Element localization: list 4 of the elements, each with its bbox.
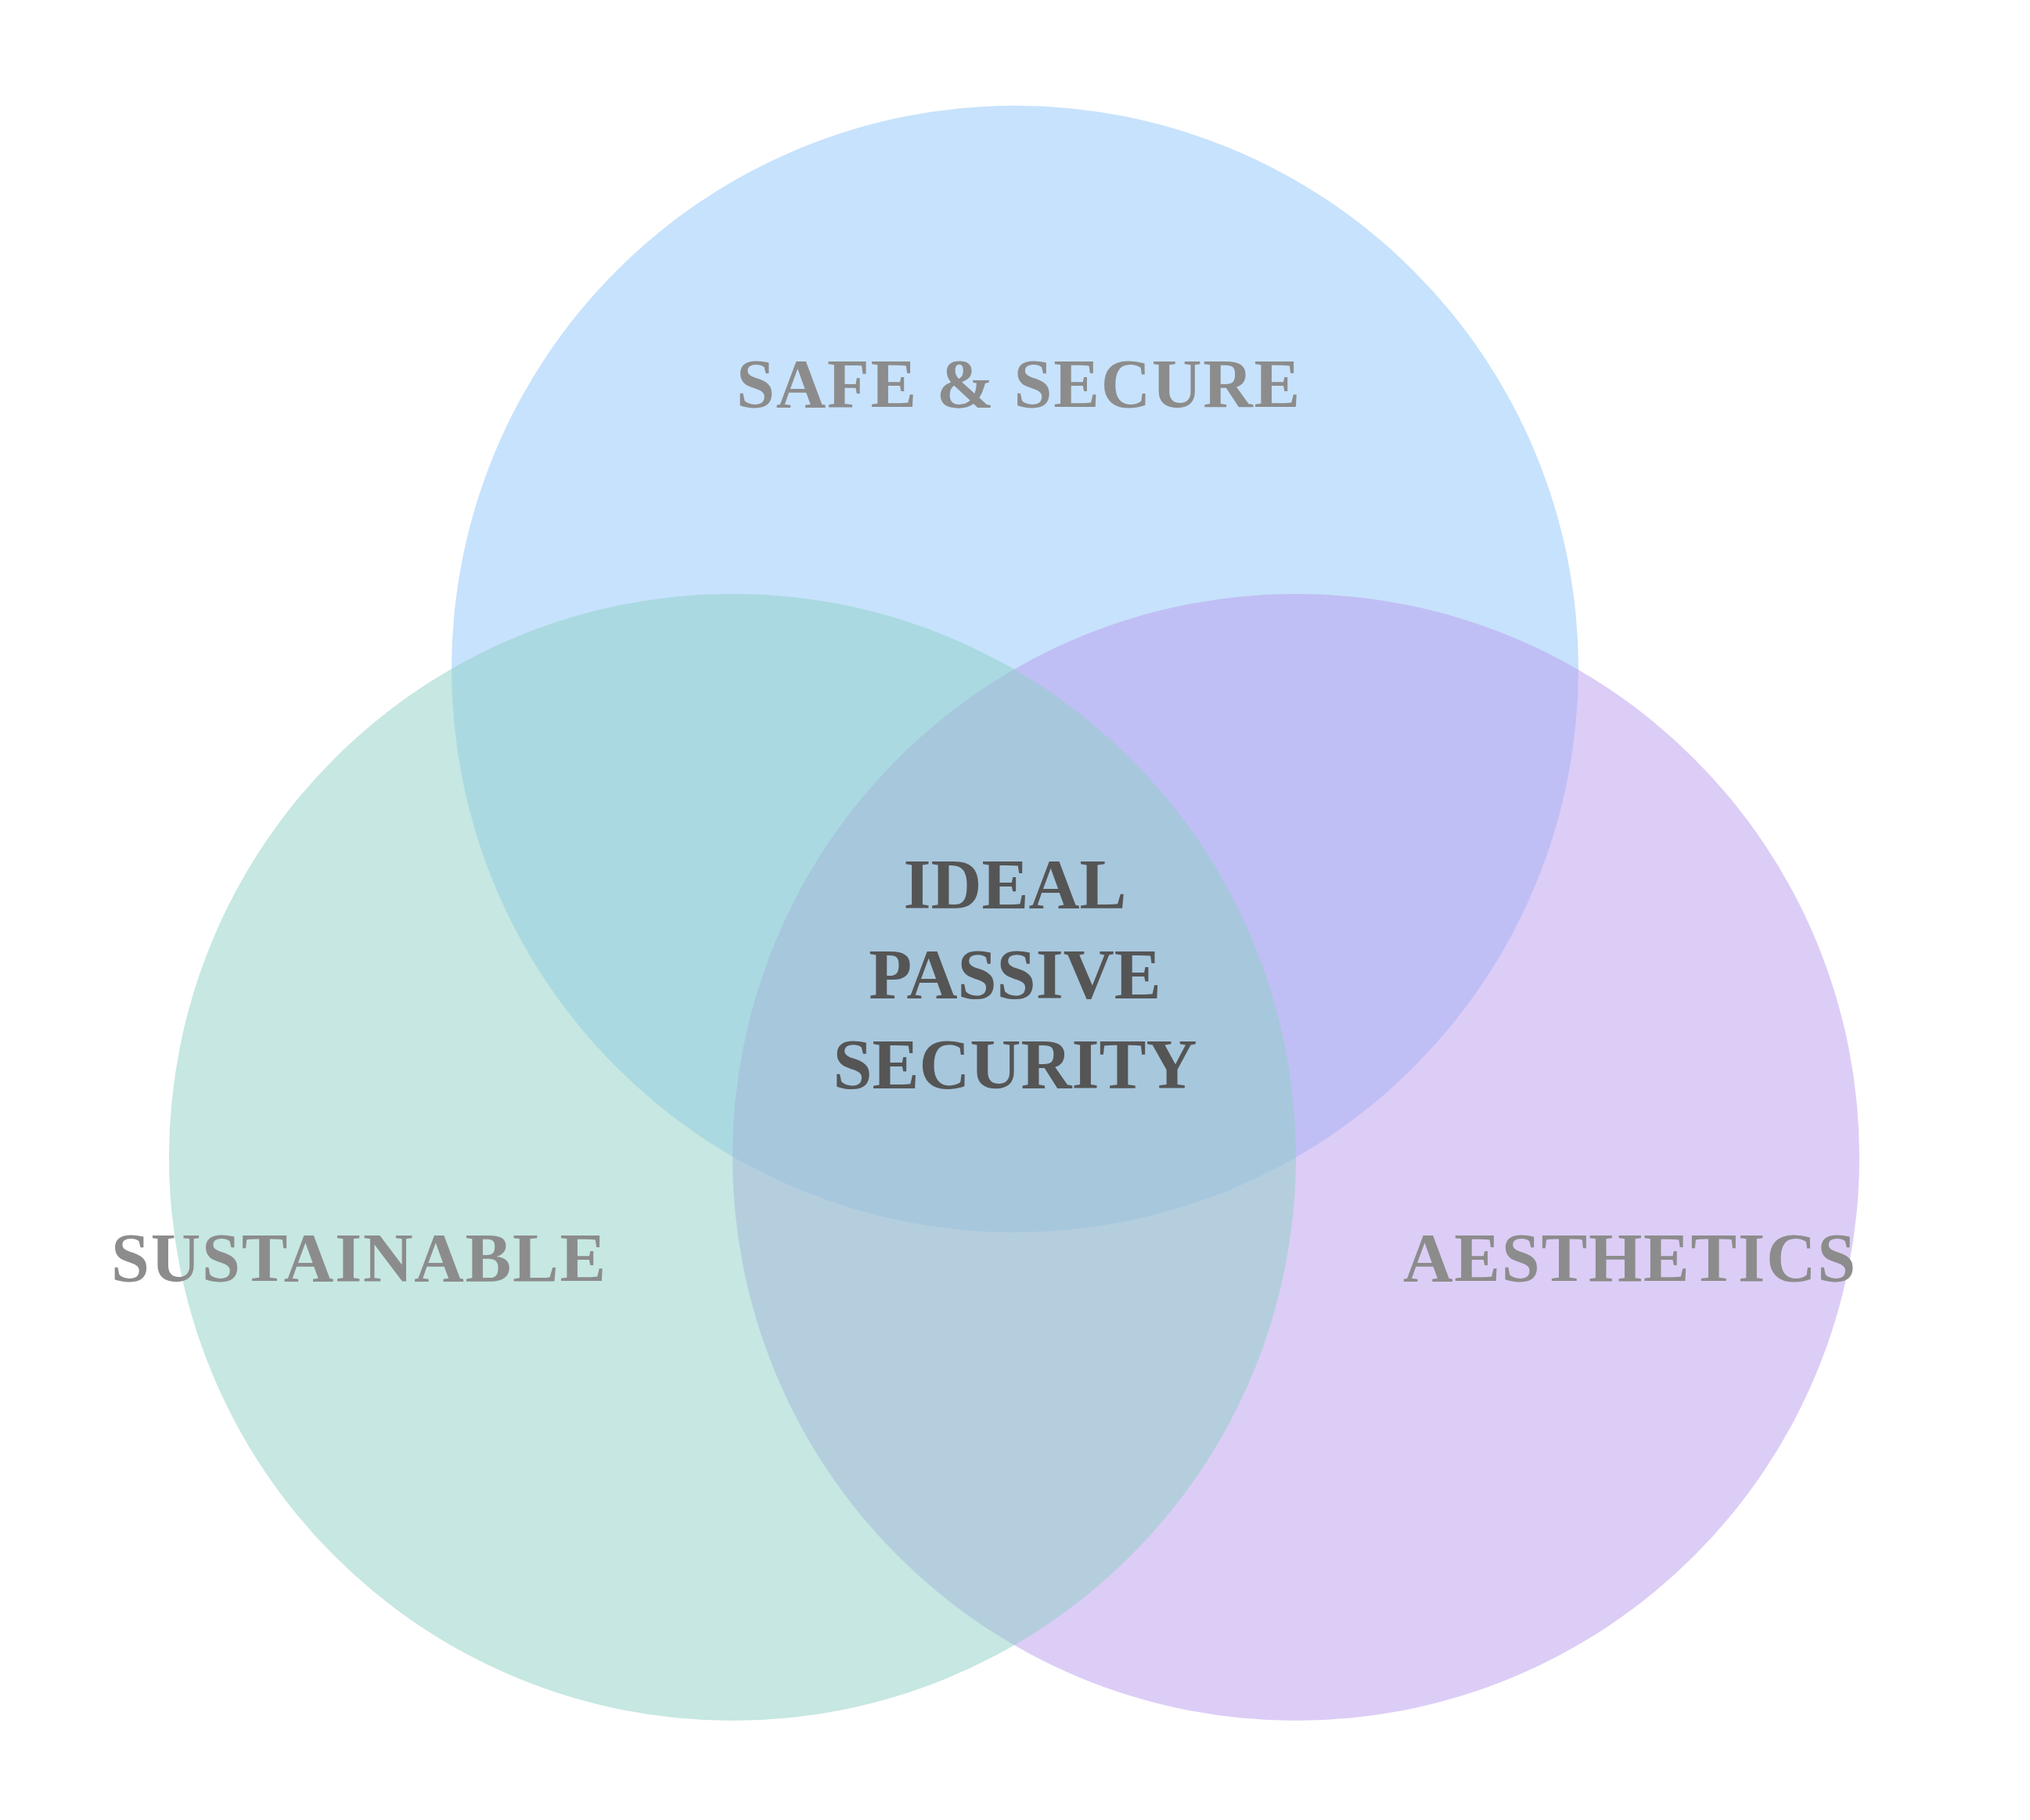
circle-label: SAFE & SECURE — [736, 345, 1302, 423]
circle-label: AESTHETICS — [1402, 1219, 1858, 1297]
intersection-label: IDEAL PASSIVE SECURITY — [832, 844, 1198, 1105]
circle-label: SUSTAINABLE — [111, 1219, 607, 1297]
